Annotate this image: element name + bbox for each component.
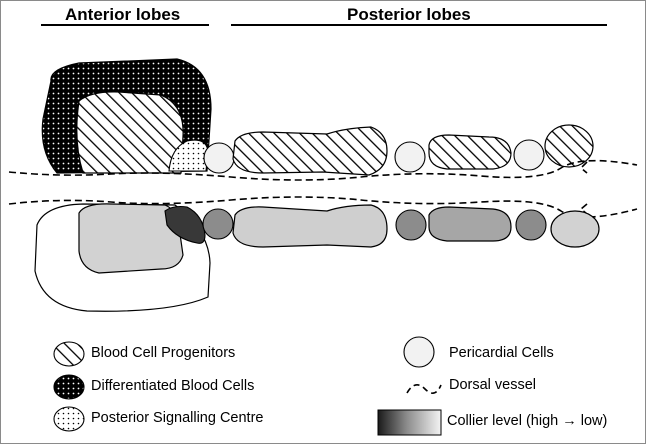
circle-icon	[403, 336, 435, 368]
gradient-bar-icon	[377, 409, 442, 436]
top-posterior-lobe-3	[544, 124, 594, 168]
bottom-pericardial-cell-1	[202, 208, 234, 240]
bottom-posterior-lobe-1	[232, 204, 388, 248]
top-anterior-progenitor-zone	[76, 91, 184, 174]
top-anterior-lobe	[41, 58, 212, 174]
top-pericardial-cell-2	[394, 141, 426, 173]
bottom-posterior-lobe-2	[428, 206, 512, 242]
anterior-lobes-header: Anterior lobes	[65, 5, 181, 24]
bottom-anterior-lobe	[34, 203, 211, 312]
bottom-pericardial-cell-2	[395, 209, 427, 241]
dense-dots-icon	[53, 374, 85, 400]
top-posterior-lobe-2	[428, 134, 512, 170]
top-pericardial-cell-3	[513, 139, 545, 171]
legend-dorsal-vessel-label: Dorsal vessel	[449, 377, 537, 393]
bottom-psc-high-collier	[164, 205, 206, 244]
bottom-posterior-lobe-3	[550, 210, 600, 248]
legend-psc-label: Posterior Signalling Centre	[91, 410, 264, 426]
top-posterior-lobe-1	[232, 126, 388, 176]
diagonal-hatch-icon	[53, 341, 85, 367]
legend-pericardial-label: Pericardial Cells	[449, 345, 554, 361]
bottom-anterior-inner-zone	[78, 203, 184, 274]
legend-collier-label: Collier level (high → low)	[447, 413, 608, 429]
legend-progenitors-label: Blood Cell Progenitors	[91, 345, 236, 361]
dashed-line-icon	[406, 384, 442, 394]
sparse-dots-icon	[53, 406, 85, 432]
top-pericardial-cell-1	[203, 142, 235, 174]
posterior-lobes-header: Posterior lobes	[347, 5, 471, 24]
legend-differentiated-label: Differentiated Blood Cells	[91, 378, 255, 394]
bottom-pericardial-cell-3	[515, 209, 547, 241]
